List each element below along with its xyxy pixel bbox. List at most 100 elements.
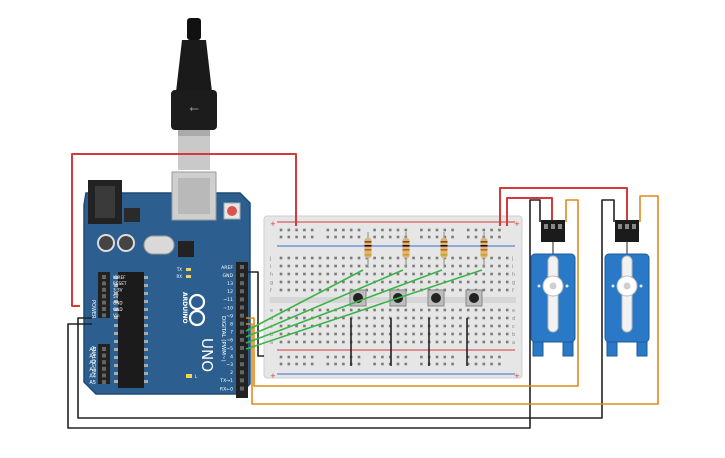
breadboard-hole[interactable] <box>427 280 431 284</box>
rail-hole[interactable] <box>342 355 345 359</box>
breadboard-hole[interactable] <box>482 340 486 344</box>
breadboard-hole[interactable] <box>373 308 376 312</box>
breadboard-hole[interactable] <box>326 288 330 292</box>
rail-hole[interactable] <box>466 228 470 232</box>
breadboard-hole[interactable] <box>443 332 447 336</box>
header-pin[interactable] <box>240 346 244 350</box>
breadboard-hole[interactable] <box>381 332 384 336</box>
breadboard-hole[interactable] <box>474 340 478 344</box>
rail-hole[interactable] <box>303 228 306 232</box>
breadboard-hole[interactable] <box>279 340 283 344</box>
breadboard-hole[interactable] <box>334 264 337 268</box>
rail-hole[interactable] <box>326 235 330 239</box>
rail-hole[interactable] <box>334 362 337 366</box>
rail-hole[interactable] <box>295 355 298 359</box>
rail-hole[interactable] <box>295 235 298 239</box>
rail-hole[interactable] <box>326 228 330 232</box>
breadboard-hole[interactable] <box>466 340 470 344</box>
breadboard-hole[interactable] <box>381 256 384 260</box>
rail-hole[interactable] <box>420 228 423 232</box>
breadboard-hole[interactable] <box>420 264 423 268</box>
breadboard-hole[interactable] <box>310 272 314 276</box>
rail-hole[interactable] <box>342 235 345 239</box>
rail-hole[interactable] <box>381 228 384 232</box>
breadboard-hole[interactable] <box>396 340 400 344</box>
breadboard-hole[interactable] <box>381 308 384 312</box>
breadboard-hole[interactable] <box>466 316 470 320</box>
breadboard-hole[interactable] <box>326 340 330 344</box>
breadboard-hole[interactable] <box>412 308 415 312</box>
breadboard-hole[interactable] <box>443 272 447 276</box>
breadboard-hole[interactable] <box>443 264 447 268</box>
rail-hole[interactable] <box>443 235 447 239</box>
breadboard-hole[interactable] <box>451 340 454 344</box>
breadboard-hole[interactable] <box>474 316 478 320</box>
rail-hole[interactable] <box>287 355 291 359</box>
header-pin[interactable] <box>102 287 106 292</box>
breadboard-hole[interactable] <box>451 332 454 336</box>
breadboard-hole[interactable] <box>466 280 470 284</box>
breadboard-hole[interactable] <box>279 332 283 336</box>
breadboard-hole[interactable] <box>326 308 330 312</box>
breadboard-hole[interactable] <box>357 308 361 312</box>
breadboard-hole[interactable] <box>412 288 415 292</box>
breadboard-hole[interactable] <box>365 316 369 320</box>
breadboard-hole[interactable] <box>326 332 330 336</box>
rail-hole[interactable] <box>474 228 478 232</box>
breadboard-hole[interactable] <box>498 272 501 276</box>
breadboard-hole[interactable] <box>490 340 493 344</box>
breadboard-hole[interactable] <box>396 316 400 320</box>
breadboard-hole[interactable] <box>505 308 509 312</box>
breadboard-hole[interactable] <box>498 316 501 320</box>
breadboard-hole[interactable] <box>303 280 306 284</box>
rail-hole[interactable] <box>435 355 439 359</box>
breadboard-hole[interactable] <box>326 280 330 284</box>
breadboard-hole[interactable] <box>482 272 486 276</box>
breadboard-hole[interactable] <box>404 332 408 336</box>
breadboard-hole[interactable] <box>443 340 447 344</box>
rail-hole[interactable] <box>357 362 361 366</box>
breadboard-hole[interactable] <box>326 256 330 260</box>
rail-hole[interactable] <box>287 235 291 239</box>
breadboard-hole[interactable] <box>459 324 462 328</box>
header-pin[interactable] <box>240 362 244 367</box>
breadboard-hole[interactable] <box>334 272 337 276</box>
rail-hole[interactable] <box>396 235 400 239</box>
rail-hole[interactable] <box>435 228 439 232</box>
header-pin[interactable] <box>240 321 244 326</box>
breadboard-hole[interactable] <box>318 316 322 320</box>
header-pin[interactable] <box>240 281 244 286</box>
breadboard-hole[interactable] <box>404 316 408 320</box>
pushbutton-cap[interactable] <box>431 293 441 303</box>
header-pin[interactable] <box>102 360 106 365</box>
breadboard-hole[interactable] <box>505 340 509 344</box>
breadboard-hole[interactable] <box>427 256 431 260</box>
breadboard-hole[interactable] <box>420 324 423 328</box>
breadboard-hole[interactable] <box>365 324 369 328</box>
breadboard-hole[interactable] <box>310 280 314 284</box>
rail-hole[interactable] <box>420 235 423 239</box>
header-pin[interactable] <box>102 353 106 358</box>
breadboard-hole[interactable] <box>490 272 493 276</box>
rail-hole[interactable] <box>349 228 353 232</box>
rail-hole[interactable] <box>381 235 384 239</box>
breadboard-hole[interactable] <box>318 272 322 276</box>
breadboard-hole[interactable] <box>412 332 415 336</box>
rail-hole[interactable] <box>443 228 447 232</box>
breadboard-hole[interactable] <box>357 316 361 320</box>
breadboard-hole[interactable] <box>287 288 291 292</box>
breadboard-hole[interactable] <box>420 256 423 260</box>
pushbutton-cap[interactable] <box>469 293 479 303</box>
breadboard-hole[interactable] <box>357 264 361 268</box>
rail-hole[interactable] <box>373 362 376 366</box>
breadboard-hole[interactable] <box>349 264 353 268</box>
header-pin[interactable] <box>102 373 106 378</box>
rail-hole[interactable] <box>396 362 400 366</box>
breadboard-hole[interactable] <box>443 324 447 328</box>
breadboard-hole[interactable] <box>357 332 361 336</box>
breadboard-hole[interactable] <box>295 308 298 312</box>
breadboard-hole[interactable] <box>482 316 486 320</box>
breadboard-hole[interactable] <box>482 324 486 328</box>
breadboard-hole[interactable] <box>490 332 493 336</box>
rail-hole[interactable] <box>349 235 353 239</box>
